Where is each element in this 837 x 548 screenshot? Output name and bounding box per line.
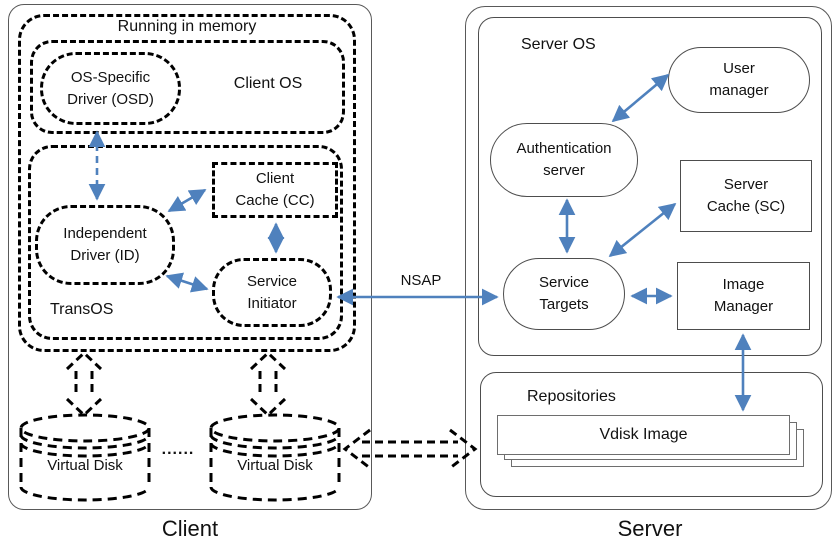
client-os-box	[30, 40, 345, 134]
vdisk-image-label: Vdisk Image	[599, 426, 688, 444]
server-cache-node: Server Cache (SC)	[680, 160, 812, 232]
os-specific-driver-node: OS-Specific Driver (OSD)	[40, 52, 181, 125]
virtual-disk-left-label: Virtual Disk	[47, 457, 123, 474]
repositories-box	[480, 372, 823, 497]
running-in-memory-label: Running in memory	[117, 18, 257, 35]
independent-driver-label: Independent Driver (ID)	[63, 225, 147, 264]
transos-label: TransOS	[50, 301, 114, 318]
service-targets-node: Service Targets	[503, 258, 625, 330]
client-caption: Client	[161, 516, 219, 541]
server-box	[465, 6, 832, 510]
vdisk-image-node: Vdisk Image	[497, 415, 790, 455]
authentication-server-label: Authentication server	[516, 140, 612, 179]
repositories-label: Repositories	[527, 388, 616, 405]
client-cache-label: Client Cache (CC)	[235, 170, 315, 209]
image-manager-node: Image Manager	[677, 262, 810, 330]
running-in-memory-box	[18, 14, 356, 352]
virtual-disk-ellipsis: ......	[161, 441, 195, 458]
client-box	[8, 4, 372, 510]
independent-driver-node: Independent Driver (ID)	[35, 205, 175, 285]
client-cache-node: Client Cache (CC)	[212, 162, 338, 218]
user-manager-label: User manager	[709, 60, 769, 99]
nsap-label: NSAP	[400, 272, 442, 289]
server-caption: Server	[617, 516, 683, 541]
image-manager-label: Image Manager	[713, 276, 774, 315]
user-manager-node: User manager	[668, 47, 810, 113]
service-initiator-label: Service Initiator	[246, 272, 298, 312]
transos-box	[28, 145, 343, 340]
server-cache-label: Server Cache (SC)	[706, 176, 786, 215]
os-specific-driver-label: OS-Specific Driver (OSD)	[67, 68, 154, 108]
server-os-label: Server OS	[521, 36, 596, 53]
service-initiator-node: Service Initiator	[212, 258, 332, 327]
virtual-disk-right-label: Virtual Disk	[237, 457, 313, 474]
server-os-box	[478, 17, 822, 356]
client-os-label: Client OS	[233, 75, 303, 92]
service-targets-label: Service Targets	[538, 274, 590, 313]
authentication-server-node: Authentication server	[490, 123, 638, 197]
